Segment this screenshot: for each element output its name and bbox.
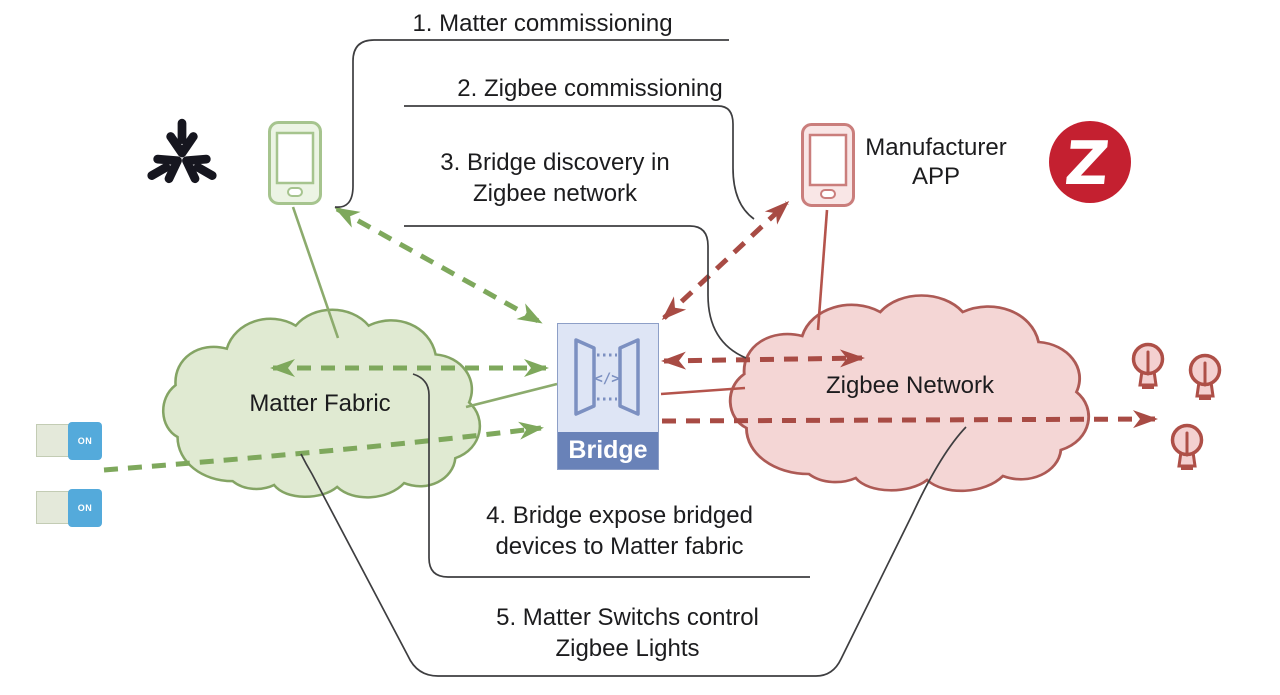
line-zigbee-cloud-to-bridge: [660, 386, 746, 396]
line-matter-phone-to-cloud: [291, 206, 340, 339]
step4-line2: devices to Matter fabric: [495, 533, 744, 560]
arrow-bridge-to-lights: [661, 410, 1158, 429]
callout-step5: [300, 426, 967, 677]
zigbee-light-bulb-icon: [1131, 342, 1165, 389]
matter-phone-icon: [268, 121, 322, 205]
bridge-label: Bridge: [558, 432, 658, 469]
manufacturer-phone-icon: [801, 123, 855, 207]
bridge-node: </> Bridge: [557, 323, 659, 470]
switch-on-label: ON: [68, 489, 102, 527]
callout-step1: [334, 39, 729, 208]
arrow-bridge-discovery: [661, 349, 865, 370]
zigbee-logo-letter: Z: [1062, 129, 1113, 199]
step3-line1: 3. Bridge discovery in: [440, 149, 670, 176]
red-flows: [660, 200, 1158, 429]
arrow-zigbee-commissioning: [661, 200, 790, 321]
callout-step4: [412, 373, 810, 578]
callout-step2: [404, 105, 755, 220]
step2-label: 2. Zigbee commissioning: [457, 75, 723, 102]
callout-lines: [300, 39, 967, 677]
step3-label: 3. Bridge discovery in Zigbee network: [400, 147, 710, 209]
matter-switch-2: ON: [36, 489, 103, 527]
zigbee-logo-icon: Z: [1049, 121, 1131, 203]
step5-line2: Zigbee Lights: [555, 635, 700, 662]
callout-step3: [404, 225, 747, 359]
green-flows: [103, 206, 558, 473]
matter-fabric-cloud: [161, 308, 482, 499]
arrow-matter-commissioning: [334, 206, 543, 325]
arrow-switches-to-bridge: [103, 421, 544, 473]
bridge-icon: </>: [574, 338, 640, 416]
switch-on-label: ON: [68, 422, 102, 460]
manufacturer-app-label: Manufacturer APP: [854, 133, 1018, 191]
step4-line1: 4. Bridge expose bridged: [486, 502, 753, 529]
zigbee-network-label: Zigbee Network: [825, 372, 995, 399]
line-matter-cloud-to-bridge: [465, 382, 558, 409]
matter-fabric-label: Matter Fabric: [249, 390, 391, 417]
step4-label: 4. Bridge expose bridged devices to Matt…: [437, 500, 802, 562]
step5-line1: 5. Matter Switchs control: [496, 604, 759, 631]
line-zigbee-phone-to-cloud: [816, 209, 829, 331]
manufacturer-app-line2: APP: [911, 163, 961, 190]
bridge-icon-glyph: </>: [594, 371, 619, 387]
zigbee-light-bulb-icon: [1170, 423, 1204, 470]
zigbee-light-bulb-icon: [1188, 353, 1222, 400]
zigbee-network-cloud: [728, 294, 1091, 493]
matter-switch-1: ON: [36, 422, 103, 460]
step5-label: 5. Matter Switchs control Zigbee Lights: [430, 602, 825, 664]
step1-label: 1. Matter commissioning: [412, 10, 673, 37]
manufacturer-app-line1: Manufacturer: [865, 134, 1007, 161]
step3-line2: Zigbee network: [472, 180, 638, 207]
clouds: [161, 294, 1091, 499]
matter-logo-icon: [147, 118, 217, 184]
